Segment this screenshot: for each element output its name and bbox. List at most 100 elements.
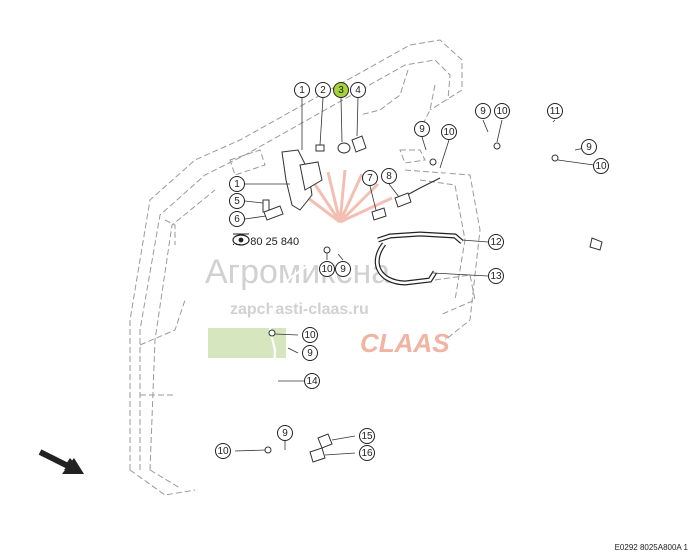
callout-circle (441, 124, 457, 140)
callout-14: 14 (304, 373, 320, 389)
callout-9: 9 (335, 261, 351, 277)
clamp-10c (551, 154, 559, 162)
callout-circle (229, 176, 245, 192)
callout-9: 9 (277, 425, 293, 441)
callout-12: 12 (488, 234, 504, 250)
callout-10: 10 (494, 103, 510, 119)
callout-circle (414, 121, 430, 137)
callout-circle (302, 327, 318, 343)
callout-circle (581, 139, 597, 155)
callout-3: 3 (333, 82, 349, 98)
callout-label: 10 (595, 161, 607, 172)
fittings (262, 135, 603, 463)
callout-label: 10 (321, 264, 333, 275)
leader-lines (234, 97, 602, 456)
callout-10: 10 (215, 443, 231, 459)
callout-circle (229, 211, 245, 227)
callout-10: 10 (593, 158, 609, 174)
pipe-14 (266, 236, 369, 502)
watermark-sunburst (299, 169, 393, 224)
clamp-10b (493, 142, 501, 150)
watermark-logo: CLAAS (360, 328, 450, 358)
drawing-reference: E0292 8025A800A 1 (614, 543, 688, 552)
callout-label: 15 (361, 431, 373, 442)
callout-16: 16 (359, 445, 375, 461)
eye-icon (232, 233, 250, 246)
callout-label: 10 (496, 106, 508, 117)
callout-8: 8 (381, 168, 397, 184)
hose-12 (377, 231, 464, 244)
callout-10: 10 (441, 124, 457, 140)
bolt-4 (351, 135, 367, 153)
callout-1: 1 (229, 176, 245, 192)
callout-label: 11 (550, 106, 561, 117)
part-number-value: 80 25 840 (250, 236, 300, 248)
callout-circle (277, 425, 293, 441)
callout-circle (304, 373, 320, 389)
callout-circle (350, 82, 366, 98)
bolt-2 (315, 144, 325, 152)
callout-15: 15 (359, 428, 375, 444)
washer-3 (337, 142, 351, 154)
callout-6: 6 (229, 211, 245, 227)
pipe-end (589, 237, 603, 251)
callout-label: 13 (490, 271, 502, 282)
callout-label: 9 (586, 142, 592, 153)
callout-circle (475, 103, 491, 119)
clamp-10f (264, 446, 272, 454)
callout-label: 9 (282, 428, 288, 439)
bracket-1b (299, 161, 323, 191)
hose-13 (374, 242, 438, 286)
callout-label: 1 (234, 179, 240, 190)
callout-circle (335, 261, 351, 277)
part-number-prefix: ... (232, 236, 242, 248)
callout-label: 9 (340, 264, 346, 275)
callout-circle (319, 261, 335, 277)
callout-circle (359, 428, 375, 444)
callout-1: 1 (294, 82, 310, 98)
callout-9: 9 (581, 139, 597, 155)
callout-label: 9 (480, 106, 486, 117)
callout-label: 9 (419, 124, 425, 135)
callout-circle (333, 82, 349, 98)
callout-label: 3 (338, 85, 344, 96)
clamp-10a (429, 158, 437, 166)
part-number: ... 80 25 840 (232, 236, 299, 248)
callout-10: 10 (302, 327, 318, 343)
callout-label: 9 (307, 348, 313, 359)
callout-label: 10 (443, 127, 455, 138)
callout-circle (593, 158, 609, 174)
callout-label: 4 (355, 85, 361, 96)
callout-label: 10 (217, 446, 229, 457)
callout-5: 5 (229, 193, 245, 209)
callout-circle (488, 234, 504, 250)
callout-label: 2 (320, 85, 326, 96)
callout-label: 12 (490, 237, 502, 248)
fitting-7 (371, 207, 387, 221)
callout-circle (362, 170, 378, 186)
callout-9: 9 (302, 345, 318, 361)
sleeve-6 (263, 205, 284, 221)
callout-7: 7 (362, 170, 378, 186)
callout-label: 5 (234, 196, 240, 207)
callout-circle (488, 268, 504, 284)
callout-2: 2 (315, 82, 331, 98)
callout-9: 9 (475, 103, 491, 119)
callout-9: 9 (414, 121, 430, 137)
hydraulic-lines (266, 120, 601, 502)
callout-11: 11 (547, 103, 563, 119)
callout-circle (215, 443, 231, 459)
callout-circle (359, 445, 375, 461)
callout-circle (229, 193, 245, 209)
clamp-10d (323, 246, 331, 254)
callout-label: 7 (367, 173, 373, 184)
callout-label: 16 (361, 448, 373, 459)
callout-circle (547, 103, 563, 119)
callout-13: 13 (488, 268, 504, 284)
callout-label: 6 (234, 214, 240, 225)
fitting-16 (309, 447, 326, 463)
callout-4: 4 (350, 82, 366, 98)
fitting-15 (317, 433, 333, 449)
callout-label: 1 (299, 85, 305, 96)
